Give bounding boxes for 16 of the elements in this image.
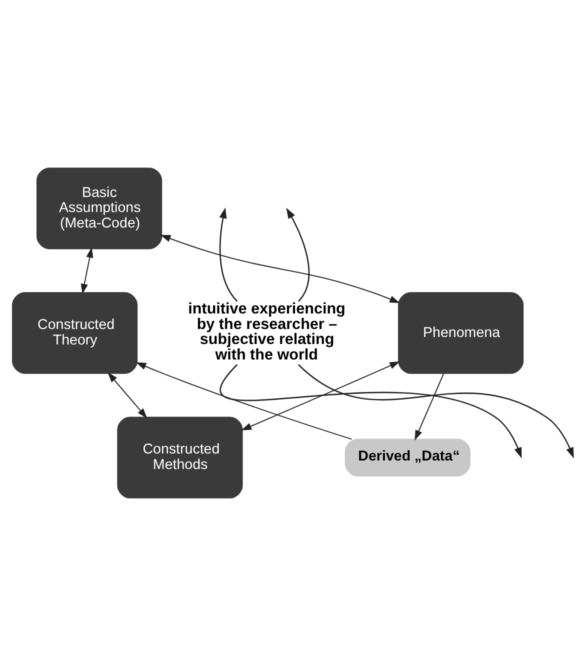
- node-box: Basic Assumptions (Meta-Code): [36, 167, 162, 249]
- node-box: Constructed Theory: [12, 292, 138, 374]
- arrow: [298, 364, 574, 458]
- arrow: [80, 246, 94, 294]
- arrow: [136, 362, 352, 440]
- arrow: [286, 207, 310, 302]
- node-text: intuitive experiencing by the researcher – subjective relating with the world: [188, 300, 346, 364]
- node-box: Phenomena: [398, 292, 524, 374]
- arrow: [108, 372, 148, 418]
- arrow: [241, 360, 400, 430]
- arrow: [160, 234, 400, 303]
- arrow: [219, 207, 238, 302]
- arrow: [220, 364, 522, 458]
- node-box: Constructed Methods: [117, 416, 243, 498]
- arrow: [414, 372, 444, 440]
- node-box: Derived „Data“: [344, 438, 470, 476]
